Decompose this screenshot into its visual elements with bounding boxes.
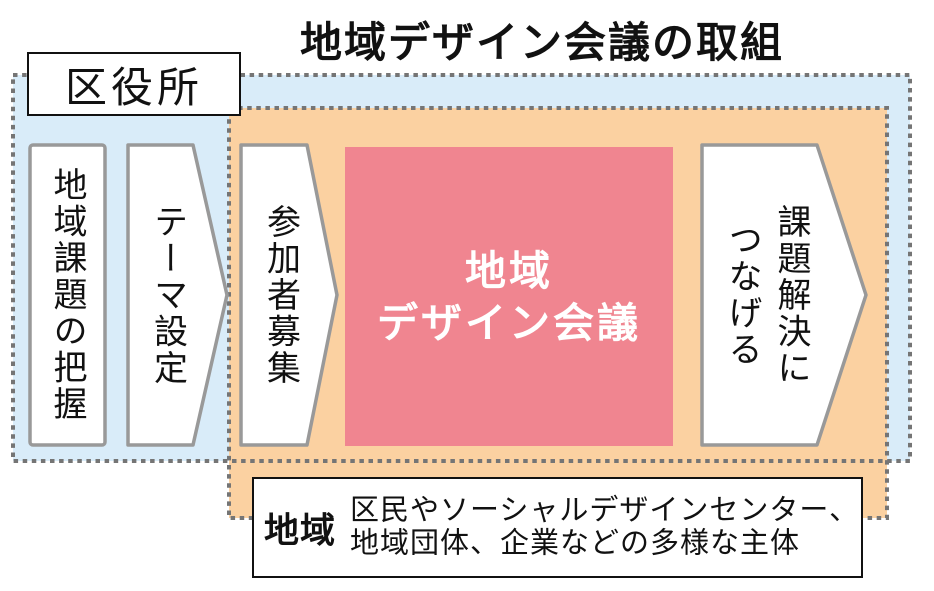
ward-office-label: 区役所 xyxy=(64,63,203,111)
region-legend-description-line1: 区民やソーシャルデザインセンター、 xyxy=(350,494,860,526)
step-participant-recruitment: 参加者募集 xyxy=(261,203,300,387)
outcome-lead-to-problem-solving: 課題解決に つなげる xyxy=(702,145,832,445)
meeting-label-line2: デザイン会議 xyxy=(377,299,641,346)
step2-arrow-shape xyxy=(126,143,229,447)
ward-office-region-dashed-border xyxy=(11,73,912,463)
step1-box-shape xyxy=(28,143,107,447)
community-region-dashed-border xyxy=(227,106,889,520)
step-grasp-local-issues: 地域課題の把握 xyxy=(48,167,86,423)
step3-arrow-shape xyxy=(239,143,339,447)
diagram-title: 地域デザイン会議の取組 xyxy=(299,19,785,66)
outcome-line2: つなげる xyxy=(723,222,761,368)
outcome-line1: 課題解決に xyxy=(772,203,810,387)
region-legend-box: 地域 区民やソーシャルデザインセンター、 地域団体、企業などの多様な主体 xyxy=(252,477,863,578)
step-theme-setting: テーマ設定 xyxy=(148,203,187,387)
region-legend-label: 地域 xyxy=(264,511,337,550)
region-legend-description-line2: 地域団体、企業などの多様な主体 xyxy=(350,527,801,560)
community-design-meeting-label: 地域 デザイン会議 xyxy=(345,147,673,446)
region-legend-description: 区民やソーシャルデザインセンター、 地域団体、企業などの多様な主体 xyxy=(350,494,859,561)
meeting-box-shape xyxy=(345,147,673,446)
meeting-label-line1: 地域 xyxy=(465,247,553,294)
ward-office-label-box: 区役所 xyxy=(27,52,241,116)
outcome-arrow-shape xyxy=(700,143,868,447)
